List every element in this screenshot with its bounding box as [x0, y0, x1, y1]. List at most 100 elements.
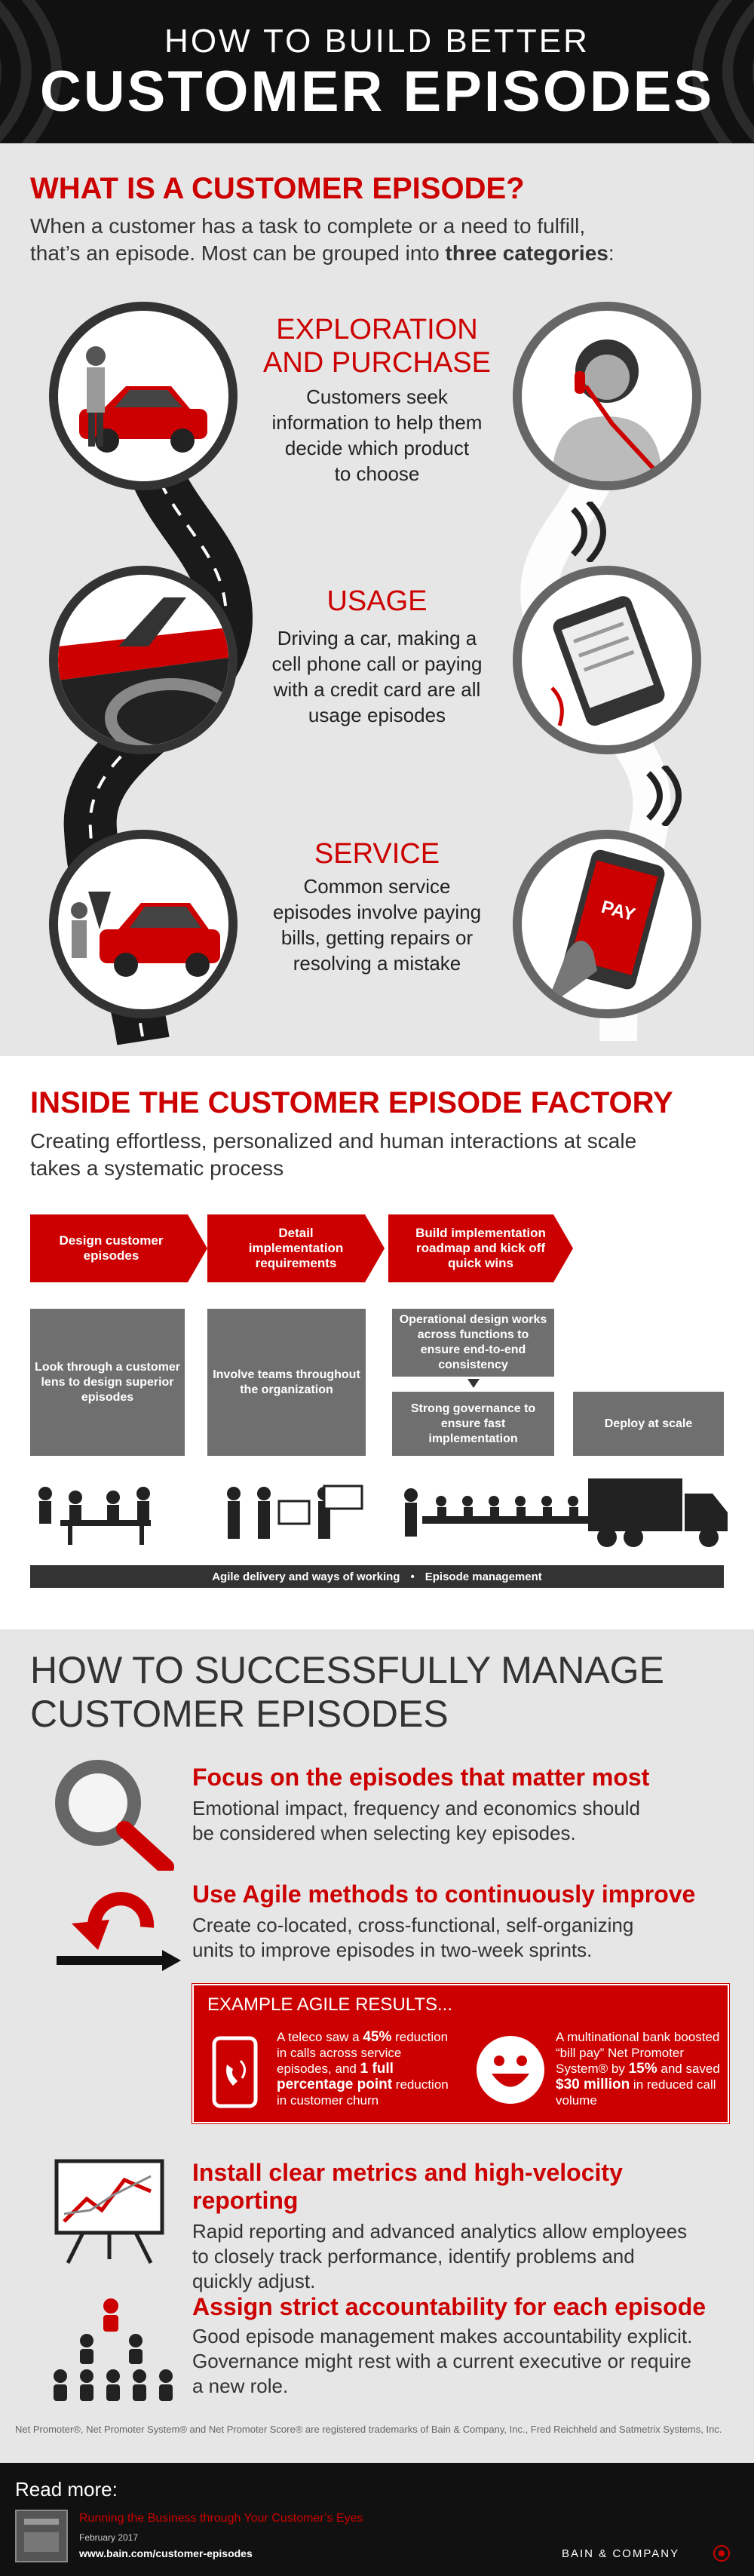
text-line: a new role. — [192, 2375, 289, 2397]
r2-part: in reduced call volume — [556, 2077, 716, 2108]
text-line: usage episodes — [308, 704, 446, 726]
factory-illustration-strip — [38, 1478, 728, 1547]
truck-icon — [588, 1478, 728, 1547]
text-line: to choose — [334, 462, 420, 485]
circle-usage-left — [49, 566, 238, 754]
r1-highlight: 1 full percentage point — [277, 2061, 394, 2092]
tip-agile: Use Agile methods to continuously improv… — [192, 1881, 735, 1963]
tip-accountability-title: Assign strict accountability for each ep… — [192, 2293, 706, 2320]
text-line: Governance might rest with a current exe… — [192, 2350, 691, 2372]
agile-results-box: EXAMPLE AGILE RESULTS... A teleco saw a … — [192, 1983, 730, 2124]
what-heading: WHAT IS A CUSTOMER EPISODE? — [30, 172, 525, 205]
magnifier-icon — [55, 1760, 174, 1871]
circle-usage-right — [513, 566, 701, 754]
report-thumbnail[interactable] — [15, 2510, 68, 2562]
text-line: quickly adjust. — [192, 2270, 316, 2292]
category-service: SERVICE Common service episodes involve … — [249, 837, 505, 976]
tip-focus-text: Emotional impact, frequency and economic… — [192, 1796, 735, 1846]
report-date: February 2017 — [79, 2532, 139, 2543]
step-design-episodes: Design customer episodes — [30, 1214, 207, 1282]
text-line: resolving a mistake — [293, 952, 461, 975]
report-link[interactable]: Running the Business through Your Custom… — [79, 2512, 363, 2525]
text-line: with a credit card are all — [273, 678, 481, 701]
agile-delivery-bar: Agile delivery and ways of working • Epi… — [30, 1565, 724, 1588]
report-url[interactable]: www.bain.com/customer-episodes — [79, 2547, 253, 2559]
tip-metrics: Install clear metrics and high-velocity … — [192, 2159, 735, 2294]
r2-highlight: 15% — [628, 2061, 657, 2077]
text-line: decide which product — [284, 437, 470, 459]
text-line: Rapid reporting and advanced analytics a… — [192, 2220, 688, 2243]
manage-heading-line1: HOW TO SUCCESSFULLY MANAGE — [30, 1649, 664, 1691]
phone-icon — [212, 2036, 258, 2108]
manage-heading: HOW TO SUCCESSFULLY MANAGE CUSTOMER EPIS… — [30, 1648, 664, 1736]
team-meeting-icon — [38, 1487, 151, 1545]
wireless-signal-icon — [571, 502, 606, 562]
agile-result-teleco: A teleco saw a 45% reduction in calls ac… — [277, 2029, 458, 2108]
r1-part: reduction in calls across service episod… — [277, 2030, 449, 2076]
header-title-line1: HOW TO BUILD BETTER — [164, 23, 590, 60]
tip-agile-text: Create co-located, cross-functional, sel… — [192, 1913, 735, 1963]
circle-service-right: PAY — [513, 830, 701, 1018]
category-exploration-title2: AND PURCHASE — [263, 347, 491, 379]
category-usage-title: USAGE — [326, 585, 428, 617]
text-line: Create co-located, cross-functional, sel… — [192, 1914, 634, 1936]
text-line: bills, getting repairs or — [280, 926, 474, 949]
box-customer-lens: Look through a customer lens to design s… — [30, 1309, 185, 1456]
agile-delivery-label: Agile delivery and ways of working — [212, 1570, 400, 1583]
text-line: information to help them — [271, 411, 483, 434]
category-exploration-text: Customers seek information to help them … — [249, 384, 505, 487]
category-usage-text: Driving a car, making a cell phone call … — [249, 625, 505, 728]
r1-part: reduction in customer churn — [277, 2077, 449, 2108]
text-line: Emotional impact, frequency and economic… — [192, 1797, 640, 1819]
driving-illustration — [58, 575, 228, 745]
what-intro-bold: three categories — [445, 241, 608, 265]
tip-metrics-title: Install clear metrics and high-velocity … — [192, 2159, 623, 2214]
footer: Read more: Running the Business through … — [0, 2463, 754, 2576]
r1-highlight: 45% — [363, 2029, 392, 2045]
circle-exploration-right — [513, 302, 701, 490]
tip-agile-title: Use Agile methods to continuously improv… — [192, 1881, 696, 1908]
what-intro-line2-text: that’s an episode. Most can be grouped i… — [30, 241, 446, 265]
category-service-title: SERVICE — [314, 838, 440, 870]
pay-phone-illustration: PAY — [544, 849, 665, 1009]
tip-focus: Focus on the episodes that matter most E… — [192, 1764, 735, 1846]
car-shopper-illustration — [79, 346, 207, 453]
text-line: cell phone call or paying — [271, 652, 483, 675]
bain-logo-icon — [713, 2545, 730, 2562]
category-usage: USAGE Driving a car, making a cell phone… — [249, 585, 505, 728]
header-title-line2: CUSTOMER EPISODES — [39, 60, 715, 124]
metrics-easel-icon — [54, 2159, 164, 2264]
r1-part: A teleco saw a — [277, 2030, 363, 2044]
text-line: Driving a car, making a — [277, 627, 477, 649]
trademark-note: Net Promoter®, Net Promoter System® and … — [15, 2424, 722, 2435]
category-exploration-title1: EXPLORATION — [276, 314, 478, 345]
brand-name: BAIN & COMPANY — [562, 2547, 680, 2560]
header-banner: HOW TO BUILD BETTER CUSTOMER EPISODES — [0, 0, 754, 143]
team-workshop-icon — [227, 1485, 363, 1539]
r2-highlight: $30 million — [556, 2077, 630, 2092]
what-intro-line1: When a customer has a task to complete o… — [30, 214, 586, 238]
agile-cycle-icon — [57, 1892, 181, 1971]
tip-focus-title: Focus on the episodes that matter most — [192, 1764, 650, 1791]
tip-accountability-text: Good episode management makes accountabi… — [192, 2324, 735, 2399]
text-line: be considered when selecting key episode… — [192, 1822, 576, 1844]
manage-heading-line2: CUSTOMER EPISODES — [30, 1693, 449, 1735]
credit-card-phone-illustration — [550, 596, 665, 726]
circle-exploration-left — [49, 302, 238, 490]
text-line: Common service — [303, 875, 451, 898]
factory-intro-line1: Creating effortless, personalized and hu… — [30, 1129, 637, 1153]
down-arrow — [467, 1379, 480, 1388]
agile-results-title: EXAMPLE AGILE RESULTS... — [207, 1994, 453, 2015]
text-line: episodes involve paying — [272, 901, 482, 923]
r2-part: A multinational bank boosted “bill pay” … — [556, 2030, 720, 2076]
what-intro-line2: that’s an episode. Most can be grouped i… — [30, 240, 739, 267]
episode-management-label: Episode management — [425, 1570, 542, 1583]
hierarchy-people-icon — [54, 2298, 173, 2401]
what-intro-end: : — [608, 241, 615, 265]
car-repair-illustration — [71, 892, 220, 977]
smiley-icon — [477, 2036, 544, 2104]
tip-metrics-text: Rapid reporting and advanced analytics a… — [192, 2219, 735, 2294]
box-operational-design: Operational design works across function… — [392, 1309, 554, 1377]
bar-separator: • — [410, 1570, 415, 1583]
text-line: units to improve episodes in two-week sp… — [192, 1939, 593, 1961]
